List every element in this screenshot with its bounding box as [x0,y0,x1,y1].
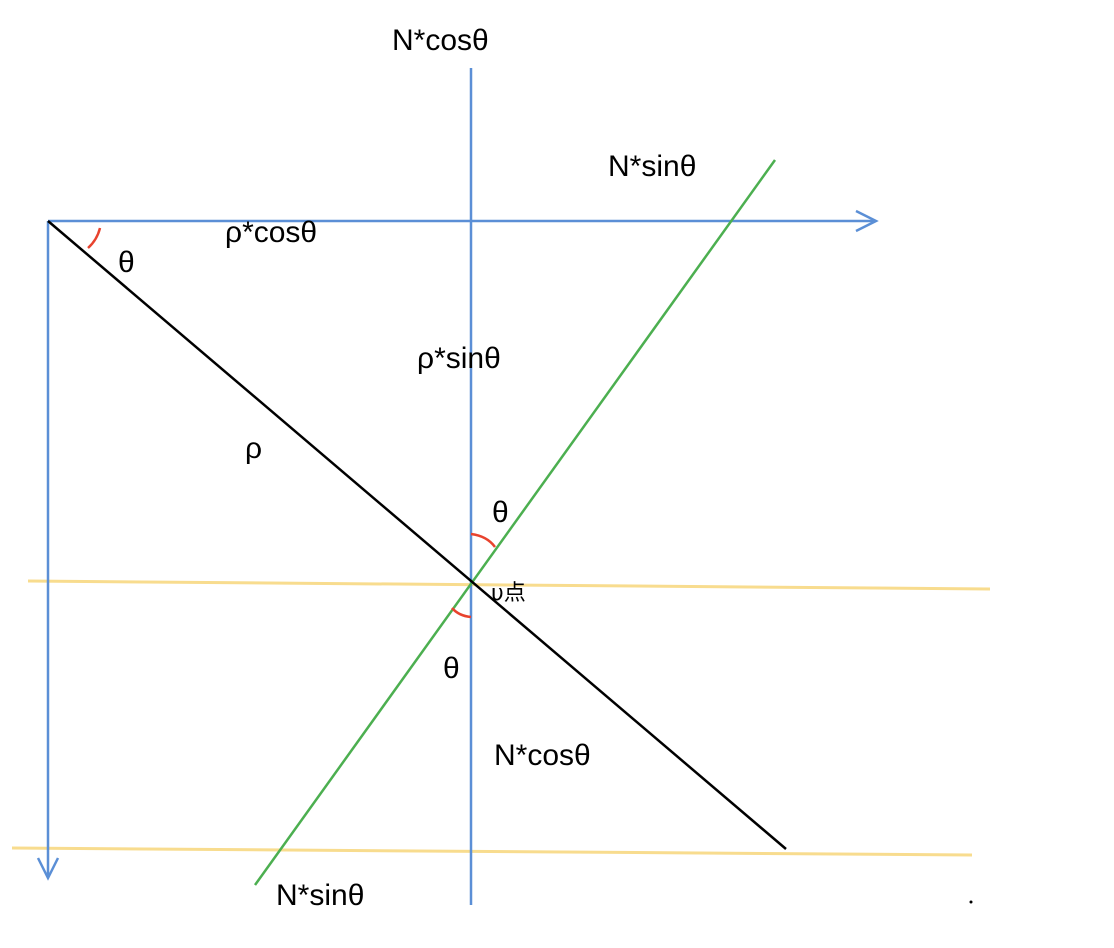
label-rho: ρ [245,432,262,465]
angle-arc-lower [451,607,472,619]
label-n-cos-top: N*cosθ [392,24,489,57]
label-theta-origin: θ [118,246,135,279]
x-axis-arrowhead [855,209,879,233]
label-n-sin-top: N*sinθ [608,150,696,183]
stray-dot [969,900,973,904]
yellow-line-lower [11,846,973,857]
label-n-sin-bottom: N*sinθ [276,879,364,912]
label-u-point: υ点 [491,581,526,606]
rho-line [47,220,787,850]
label-theta-lower: θ [443,652,460,685]
green-line [253,159,777,886]
angle-arc-origin [87,227,102,249]
yellow-line-upper [27,579,991,591]
label-rho-sin: ρ*sinθ [417,342,501,375]
angle-arc-upper [470,532,497,548]
label-theta-upper: θ [492,496,509,529]
y-axis-arrowhead [36,857,60,881]
label-n-cos-bottom: N*cosθ [494,739,591,772]
label-rho-cos: ρ*cosθ [225,216,317,249]
